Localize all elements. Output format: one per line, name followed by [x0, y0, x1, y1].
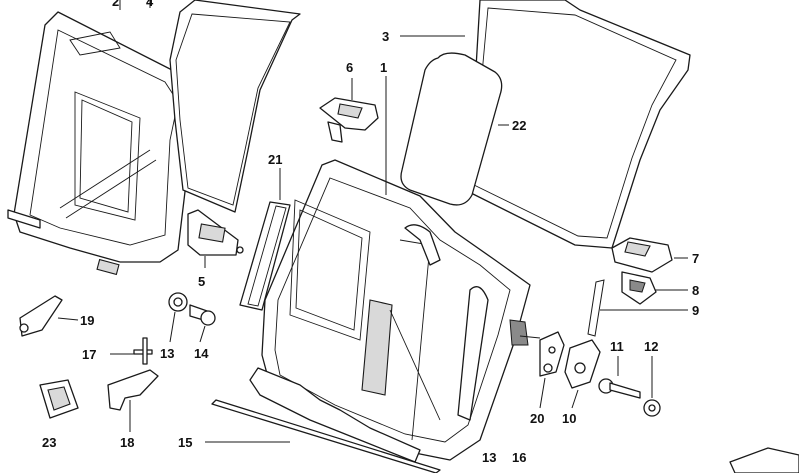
part-4-rear-panel-left [169, 0, 301, 213]
callout-20: 20 [530, 411, 544, 426]
callout-5: 5 [198, 274, 205, 289]
callout-6: 6 [346, 60, 353, 75]
callout-21: 21 [268, 152, 282, 167]
callout-11: 11 [610, 339, 624, 354]
callout-12: 12 [644, 339, 658, 354]
part-18-bracket [107, 369, 159, 411]
part-20-hinge [539, 331, 565, 377]
part-15-rod [211, 399, 441, 473]
callout-3: 3 [382, 29, 389, 44]
callout-17: 17 [82, 347, 96, 362]
part-1-main-seat-frame [249, 159, 541, 463]
part-10-plate [564, 339, 601, 389]
part-16-corner-piece [729, 447, 799, 473]
part-8-clip [621, 271, 657, 305]
part-22-cushion-pad [400, 52, 503, 206]
callout-4: 4 [146, 0, 154, 9]
callout-22: 22 [512, 118, 526, 133]
callout-18: 18 [120, 435, 134, 450]
callout-2: 2 [112, 0, 119, 9]
callout-9: 9 [692, 303, 699, 318]
callout-13b: 13 [482, 450, 496, 465]
part-12-nut [643, 399, 661, 417]
part-19-hook [19, 295, 63, 337]
callout-23: 23 [42, 435, 56, 450]
part-3-rear-panel-right [464, 0, 691, 249]
part-21-strip [239, 201, 291, 311]
part-9-spring-wire [587, 279, 605, 337]
callout-16: 16 [512, 450, 526, 465]
part-7-cover [611, 237, 673, 273]
callout-15: 15 [178, 435, 192, 450]
part-6-bracket [319, 97, 379, 143]
callout-19: 19 [80, 313, 94, 328]
part-13-14-bushings [168, 292, 216, 326]
callout-7: 7 [692, 251, 699, 266]
part-2-left-backrest-frame [7, 11, 197, 276]
callout-8: 8 [692, 283, 699, 298]
part-17-screw [133, 337, 153, 365]
part-5-latch-cover [187, 209, 244, 256]
leader-lines [57, 0, 688, 443]
part-11-bolt [598, 378, 641, 399]
part-23-buckle [39, 379, 79, 419]
callout-14: 14 [194, 346, 209, 361]
callout-13a: 13 [160, 346, 174, 361]
callout-1: 1 [380, 60, 387, 75]
callout-10: 10 [562, 411, 576, 426]
callout-labels: 2 4 3 6 1 22 21 5 7 8 9 19 11 12 17 13 1… [42, 0, 699, 465]
